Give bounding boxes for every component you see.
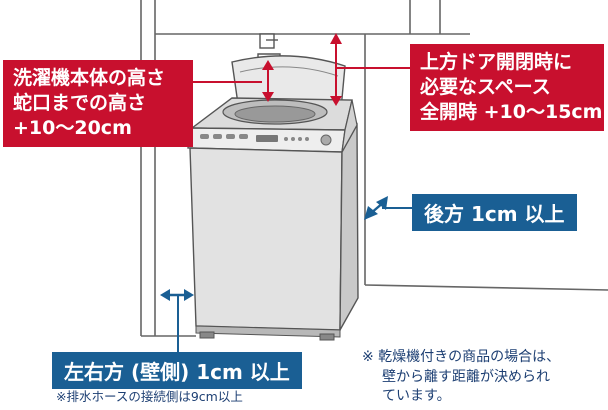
door-space-callout: 上方ドア開閉時に 必要なスペース 全開時 +10〜15cm <box>410 44 604 132</box>
height-callout-line-3: +10〜20cm <box>13 117 132 140</box>
door-arrow-icon <box>330 33 342 106</box>
side-arrow-icon <box>160 289 194 301</box>
height-arrow-icon <box>262 60 274 102</box>
washing-machine <box>187 55 359 341</box>
drain-hose-note: ※排水ホースの接続側は9cm以上 <box>56 389 243 404</box>
dryer-note-line-3: ています。 <box>382 388 451 405</box>
height-callout-line-1: 洗濯機本体の高さ <box>13 67 166 89</box>
leader-lines <box>193 67 410 83</box>
side-clearance-callout: 左右方 (壁側) 1cm 以上 <box>52 352 302 389</box>
dryer-note-line-2: 壁から離す距離が決められ <box>382 368 550 385</box>
rear-clearance-callout: 後方 1cm 以上 <box>412 194 577 231</box>
leader-lines-blue <box>177 207 412 352</box>
door-callout-line-3: 全開時 +10〜15cm <box>420 101 603 124</box>
room-walls <box>140 0 608 337</box>
dryer-note: ※ 乾燥機付きの商品の場合は、 壁から離す距離が決められ ています。 <box>362 348 560 407</box>
height-callout-line-2: 蛇口までの高さ <box>13 92 147 115</box>
door-callout-line-1: 上方ドア開閉時に <box>420 51 573 73</box>
door-callout-line-2: 必要なスペース <box>420 76 551 99</box>
height-callout: 洗濯機本体の高さ 蛇口までの高さ +10〜20cm <box>3 60 193 148</box>
rear-arrow-icon <box>364 196 388 220</box>
dryer-note-line-1: ※ 乾燥機付きの商品の場合は、 <box>362 349 561 365</box>
